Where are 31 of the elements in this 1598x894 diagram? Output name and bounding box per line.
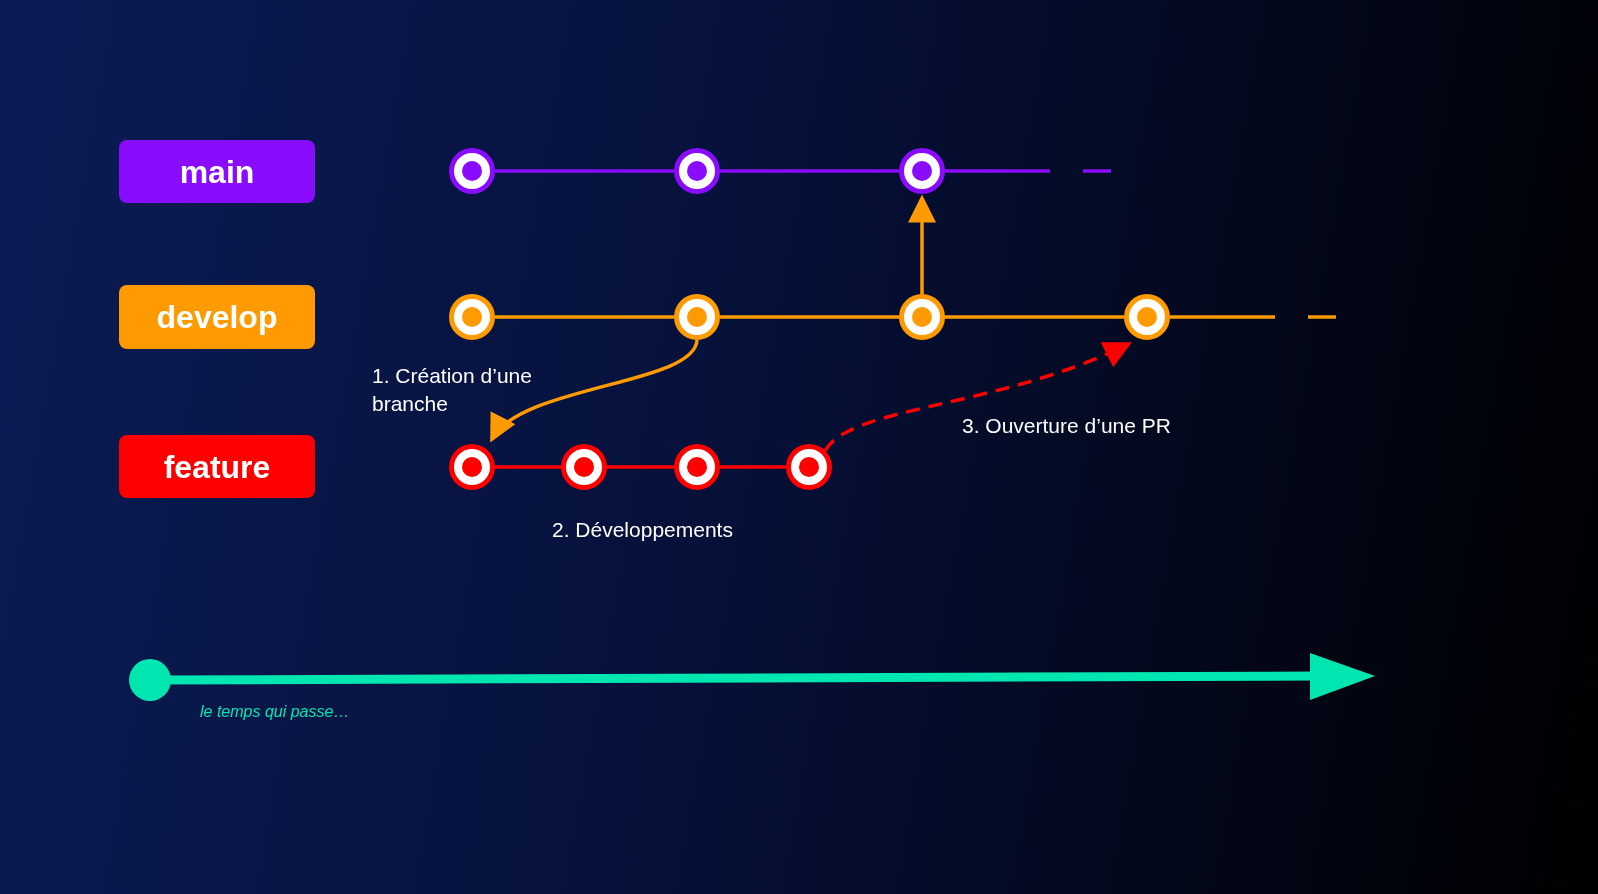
commit-circle — [674, 444, 720, 490]
commit-circle — [561, 444, 607, 490]
branch-line — [495, 315, 674, 319]
branch-label: main — [119, 140, 315, 203]
commit-circle — [674, 294, 720, 340]
commit-circle — [899, 148, 945, 194]
arrow — [489, 339, 699, 443]
branch-line — [720, 169, 899, 173]
arrow — [823, 341, 1132, 452]
branch-line — [945, 315, 1124, 319]
branch-label: develop — [119, 285, 315, 349]
commit-circle — [786, 444, 832, 490]
commit-circle — [449, 294, 495, 340]
branch-line — [495, 465, 561, 469]
branch-line — [1168, 315, 1338, 319]
branch-line — [495, 169, 674, 173]
edge-label: 3. Ouverture d’une PR — [962, 413, 1172, 439]
branch-line — [720, 465, 786, 469]
edge-label: 1. Création d’une branche — [372, 363, 533, 417]
branch-line — [720, 315, 899, 319]
timeline-caption: le temps qui passe… — [200, 702, 350, 722]
commit-circle — [449, 148, 495, 194]
step-label: 2. Développements — [552, 517, 733, 543]
branch-label: feature — [119, 435, 315, 498]
commit-circle — [1124, 294, 1170, 340]
branch-line — [607, 465, 674, 469]
commit-circle — [899, 294, 945, 340]
commit-circle — [449, 444, 495, 490]
arrow — [908, 194, 936, 294]
commit-circle — [674, 148, 720, 194]
branch-line — [943, 169, 1113, 173]
